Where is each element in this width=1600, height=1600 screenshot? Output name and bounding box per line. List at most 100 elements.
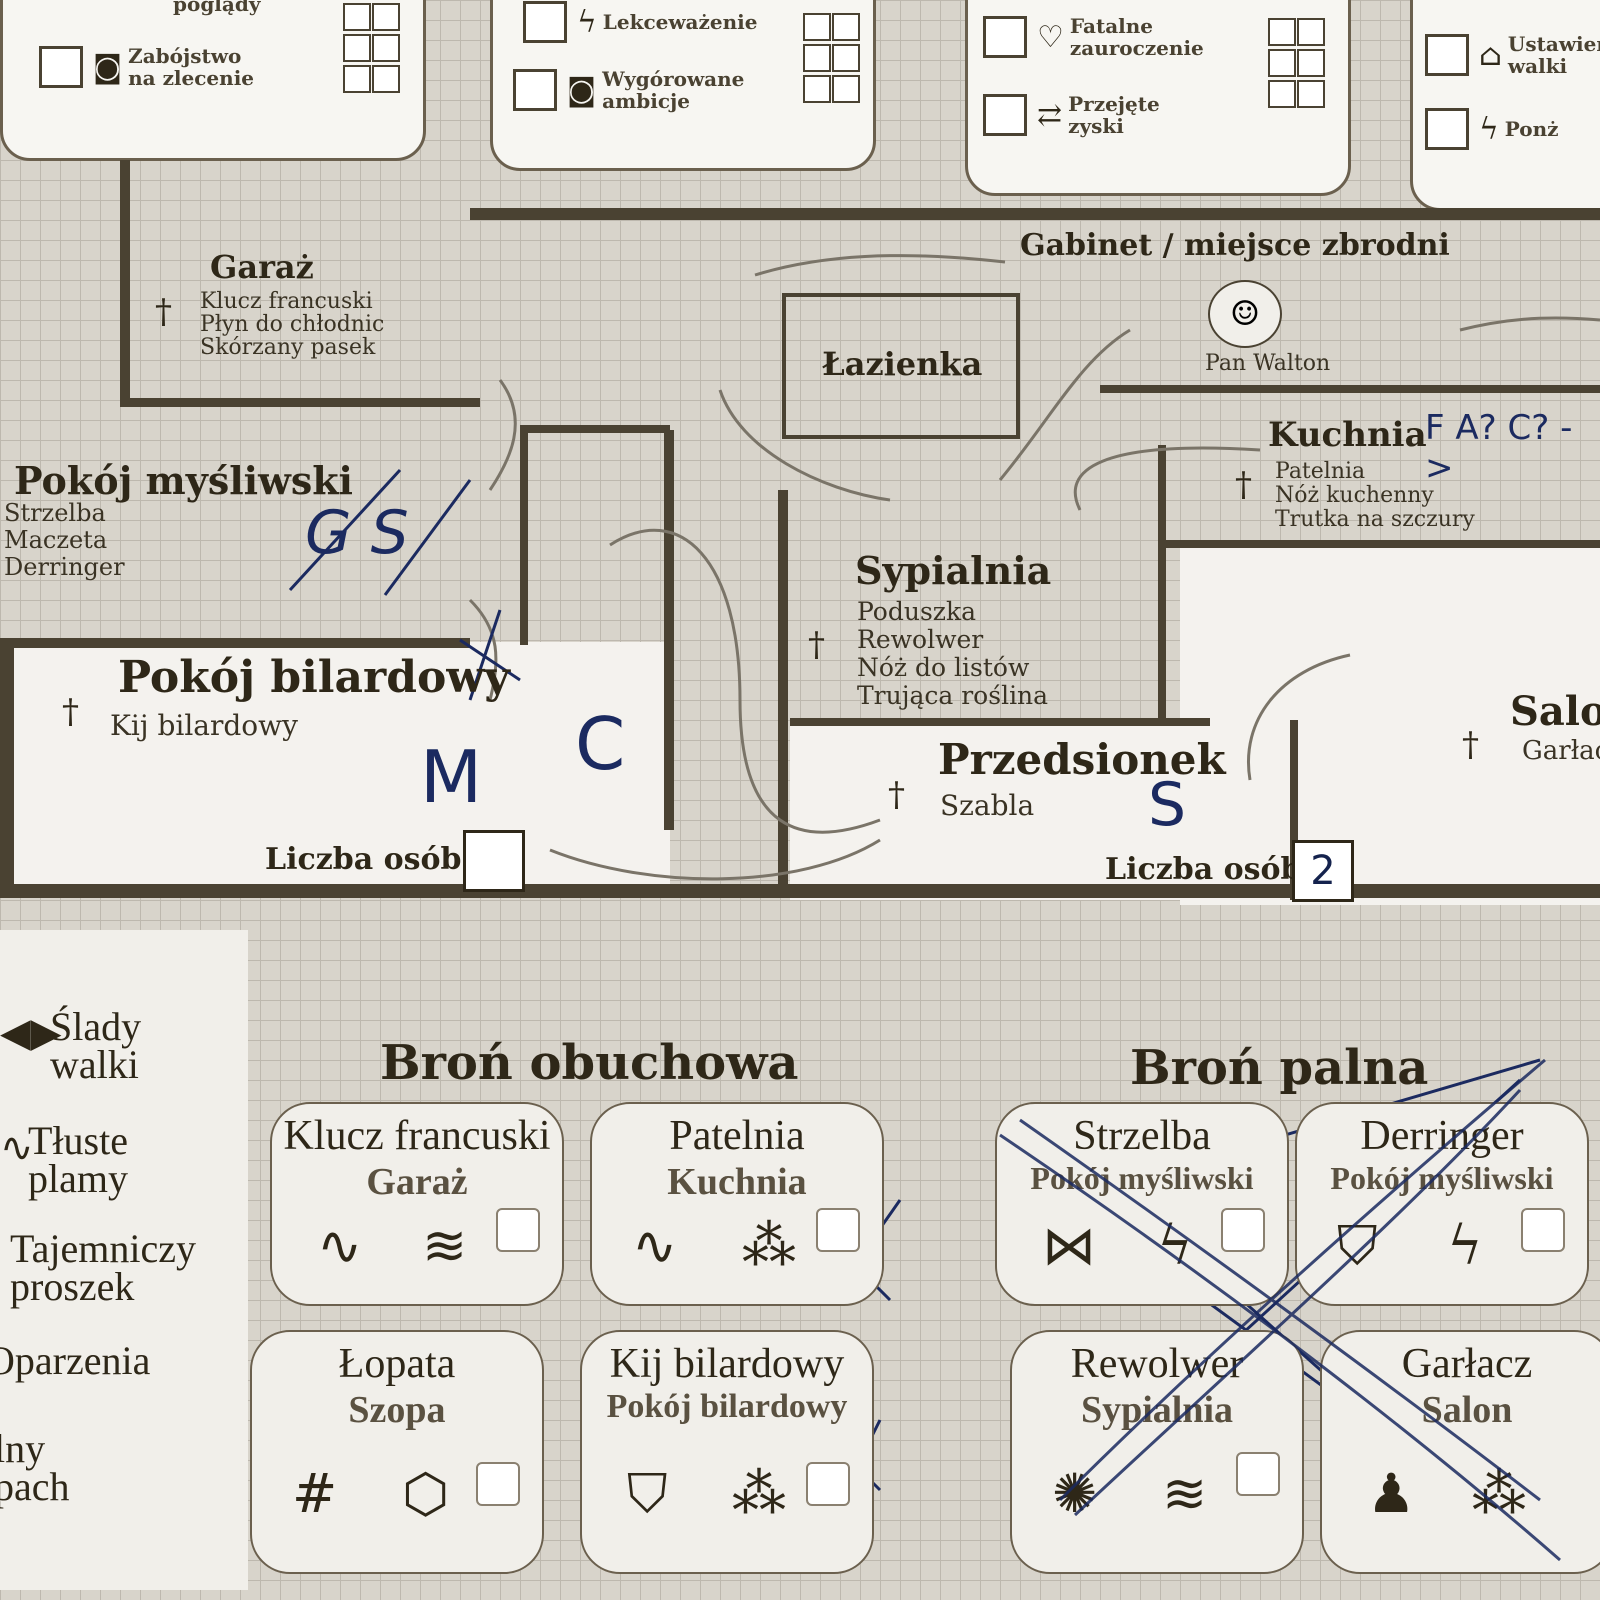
weapon-card: Klucz francuski Garaż ∿ ≋ (270, 1102, 564, 1306)
burn-icon: ≋ (422, 1214, 468, 1277)
motive-boxes (803, 13, 860, 103)
room-name-garaz: Garaż (210, 248, 314, 286)
motive-checkbox[interactable] (983, 94, 1027, 136)
item: Klucz francuski (200, 289, 373, 314)
motive-card-4: ⌂ Ustawienie walki ϟ Ponż (1410, 0, 1600, 211)
kuchnia-note: F A? C? -> (1425, 408, 1573, 488)
motive-text: Wygórowane ambicje (602, 67, 745, 113)
motive-checkbox[interactable] (1425, 34, 1469, 76)
wall (470, 208, 910, 220)
weapon-checkbox[interactable] (496, 1208, 540, 1252)
pen-mark-c: C (575, 702, 626, 786)
room-name-salon: Salon (1510, 688, 1600, 735)
motive-checkbox[interactable] (513, 69, 557, 111)
weapon-location: Szopa (348, 1389, 446, 1431)
weapon-card: Kij bilardowy Pokój bilardowy ⛉ ⁂ (580, 1330, 874, 1574)
room-items-garaz: Klucz francuski Płyn do chłodnic Skórzan… (200, 290, 384, 359)
weapon-checkbox[interactable] (806, 1462, 850, 1506)
weapon-location: Garaż (366, 1161, 468, 1203)
heart-icon: ♡ (1037, 19, 1064, 55)
wall (790, 718, 1210, 726)
wall (0, 640, 14, 890)
weapon-name: Kij bilardowy (609, 1341, 845, 1387)
wall (120, 398, 480, 407)
clue-legend: ◀▶ Ślady walki ∿ Tłuste plamy ⁂ Tajemnic… (0, 930, 248, 1590)
legend-label: Ślady walki (50, 1004, 142, 1087)
weapon-checkbox[interactable] (1521, 1208, 1565, 1252)
pen-mark-m: M (420, 735, 483, 819)
wall (0, 638, 470, 648)
motive-checkbox[interactable] (39, 46, 83, 88)
mask-icon: ◙ (93, 49, 123, 85)
room-items-sypialnia: Poduszka Rewolwer Nóż do listów Trująca … (857, 598, 1048, 710)
motive-checkbox[interactable] (523, 1, 567, 43)
motive-card-2: ϟ Lekceważenie ◙ Wygórowane ambicje (490, 0, 876, 171)
wall (900, 208, 1600, 220)
weapon-checkbox[interactable] (476, 1462, 520, 1506)
powder-icon: ⁂ (732, 1462, 786, 1525)
motive-card-1: poglądy ◙ Zabójstwo na zlecenie (0, 0, 426, 161)
weapon-checkbox[interactable] (816, 1208, 860, 1252)
room-item-przedsionek: Szabla (940, 789, 1035, 822)
wall (664, 430, 674, 830)
count-box-przedsionek[interactable]: 2 (1292, 840, 1354, 902)
weapon-name: Klucz francuski (283, 1113, 551, 1159)
weapon-card: Derringer Pokój myśliwski ⛉ ϟ (1295, 1102, 1589, 1306)
dagger-icon: † (888, 775, 905, 815)
motive-boxes (343, 3, 400, 93)
dagger-icon: † (1235, 465, 1252, 505)
mysliwski-note: G S (305, 498, 409, 568)
room-name-sypialnia: Sypialnia (855, 548, 1052, 593)
room-lazienka-box (782, 293, 1020, 439)
dagger-icon: † (1462, 725, 1479, 765)
motive-card-3: ♡ Fatalne zauroczenie ⇄ Przejęte zyski (965, 0, 1351, 196)
victim-name: Pan Walton (1205, 351, 1331, 376)
weapon-checkbox[interactable] (1236, 1452, 1280, 1496)
dagger-icon: † (808, 625, 825, 665)
swap-icon: ⇄ (1037, 97, 1063, 133)
item: Trująca roślina (857, 681, 1049, 710)
item: Strzelba (4, 499, 106, 527)
burn-icon: ≋ (1162, 1462, 1208, 1525)
weapon-location: Salon (1421, 1389, 1513, 1431)
count-box-bilardowy[interactable] (463, 830, 525, 892)
motive-checkbox[interactable] (983, 16, 1027, 58)
weapon-location: Sypialnia (1080, 1389, 1234, 1431)
shield-icon: ⛉ (627, 1462, 668, 1525)
mask-icon: ◙ (567, 72, 597, 108)
room-salon-bg (1180, 545, 1600, 905)
weapon-checkbox[interactable] (1221, 1208, 1265, 1252)
legend-label: Tłuste plamy (28, 1118, 128, 1201)
legend-label: Oparzenia (0, 1338, 151, 1383)
room-item-bilardowy: Kij bilardowy (110, 709, 298, 742)
weapon-name: Garłacz (1401, 1341, 1533, 1387)
item: Płyn do chłodnic (200, 312, 385, 337)
motive-text: Ustawienie walki (1507, 32, 1600, 78)
room-name-bilardowy: Pokój bilardowy (118, 652, 510, 703)
wall (778, 490, 788, 890)
motive-text: Przejęte zyski (1068, 92, 1160, 138)
weapon-card: Rewolwer Sypialnia ✺ ≋ (1010, 1330, 1304, 1574)
item: Nóż kuchenny (1275, 483, 1434, 508)
item: Maczeta (4, 526, 108, 554)
wall (0, 884, 1600, 898)
room-item-salon: Garłacz (1522, 736, 1600, 766)
item: Rewolwer (857, 625, 984, 654)
weapon-name: Derringer (1360, 1113, 1524, 1159)
grease-icon: ∿ (632, 1214, 678, 1277)
wall (1158, 445, 1166, 725)
legend-label: lny pach (0, 1426, 70, 1509)
powder-icon: ⁂ (742, 1214, 796, 1277)
bolt-icon: ϟ (1447, 1214, 1483, 1277)
motive-text: Zabójstwo na zlecenie (128, 44, 255, 90)
wall (1160, 540, 1600, 548)
motive-checkbox[interactable] (1425, 108, 1469, 150)
grease-icon: ∿ (317, 1214, 363, 1277)
wall (1100, 385, 1600, 393)
fight-marks-icon: ⋈ (1042, 1214, 1096, 1277)
pen-mark-s: S (1148, 770, 1187, 840)
section-title-blunt: Broń obuchowa (380, 1035, 799, 1091)
dagger-icon: † (62, 692, 79, 732)
